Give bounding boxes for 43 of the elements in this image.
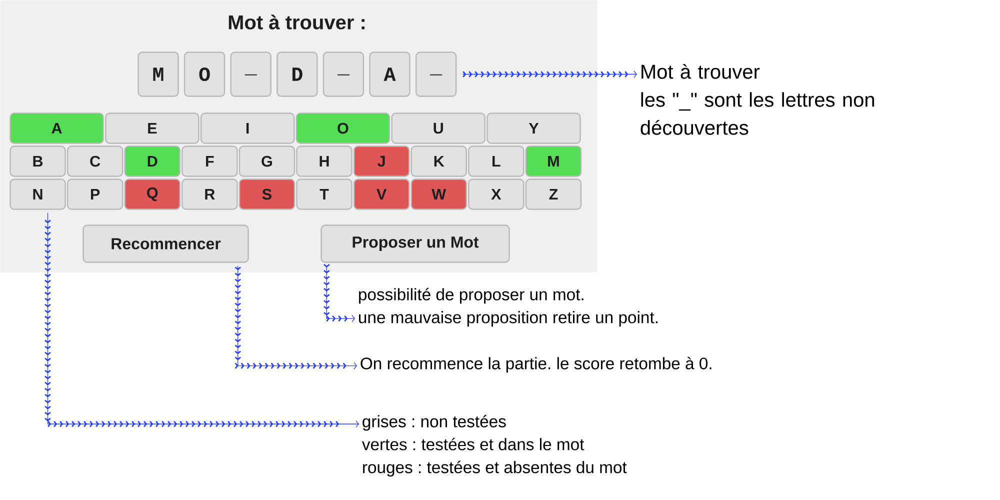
letter-tile: _	[322, 52, 364, 97]
letter-key: F	[182, 146, 238, 177]
letter-key: A	[10, 112, 104, 144]
action-button: Proposer un Mot	[320, 224, 510, 263]
letter-key: C	[66, 146, 124, 177]
letter-tile: D	[276, 52, 318, 97]
letter-key: L	[468, 146, 524, 177]
letter-key: S	[238, 178, 296, 210]
annotation-text: On recommence la partie. le score retombe à 0.	[360, 356, 712, 373]
letter-tile: _	[230, 52, 272, 97]
letter-key: D	[124, 146, 180, 177]
arrow	[44, 212, 359, 428]
arrow	[462, 70, 637, 78]
letter-key: O	[296, 112, 390, 144]
letter-key: G	[238, 146, 296, 177]
letter-tile: A	[369, 52, 410, 97]
letter-tile: M	[138, 52, 179, 97]
arrow	[324, 264, 355, 322]
action-button: Recommencer	[82, 224, 249, 263]
arrow	[234, 266, 357, 370]
letter-key: H	[296, 146, 352, 177]
letter-key: N	[10, 178, 66, 210]
letter-key: I	[200, 112, 295, 144]
letter-key: X	[468, 178, 524, 210]
letter-key: W	[410, 178, 467, 210]
annotation-text: Mot à trouver les "_" sont les lettres non découvertes	[640, 64, 874, 135]
letter-key: Z	[525, 178, 582, 210]
letter-key: B	[10, 146, 66, 177]
letter-key: U	[391, 112, 486, 144]
letter-key: K	[410, 146, 467, 177]
letter-key: P	[66, 178, 124, 210]
letter-key: J	[353, 146, 410, 177]
letter-tile: _	[415, 52, 457, 97]
letter-key: E	[105, 112, 200, 144]
letter-key: T	[296, 178, 352, 210]
letter-tile: O	[184, 52, 226, 97]
letter-key: Y	[486, 112, 581, 144]
annotation-text: grises : non testées vertes : testées et dans le mot rouges : testées et absentes du mot	[362, 414, 627, 477]
annotation-text: possibilité de proposer un mot. une mauvaise proposition retire un point.	[359, 288, 658, 327]
letter-key: M	[525, 146, 582, 177]
letter-key: R	[182, 178, 238, 210]
letter-key: V	[353, 178, 410, 210]
letter-key: Q	[124, 178, 180, 210]
